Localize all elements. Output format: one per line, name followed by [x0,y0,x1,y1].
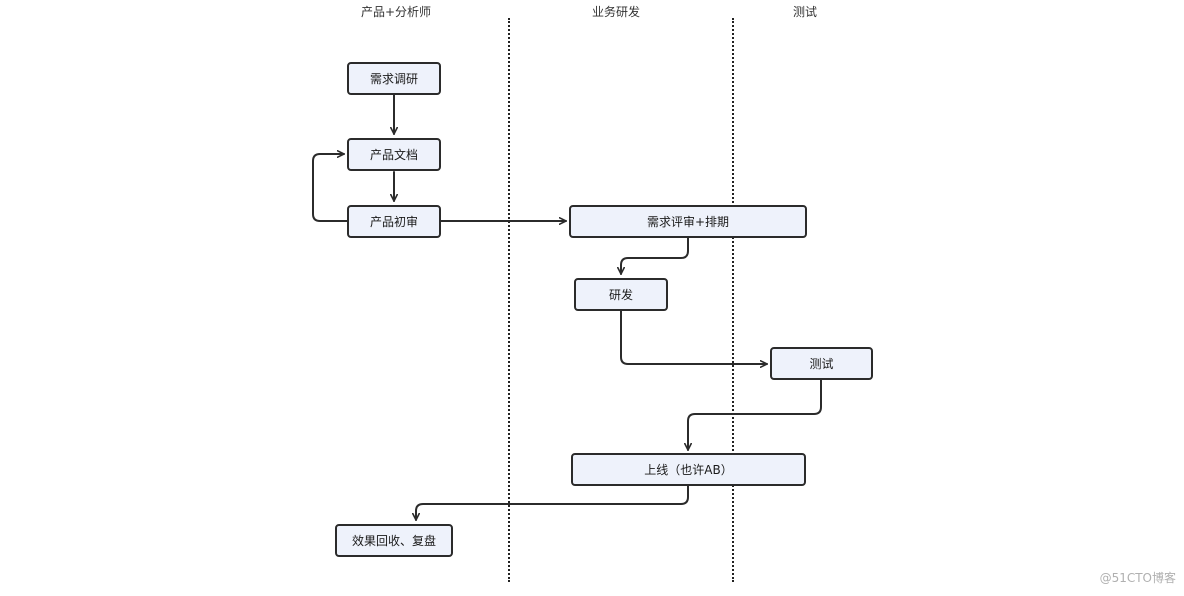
lane-divider-1 [508,18,510,582]
lane-title-product-analyst: 产品+分析师 [360,5,432,19]
node-product-review[interactable]: 产品初审 [347,205,441,238]
node-recap[interactable]: 效果回收、复盘 [335,524,453,557]
watermark: @51CTO博客 [1099,571,1176,585]
edge-launch-to-recap [412,485,689,521]
node-product-doc[interactable]: 产品文档 [347,138,441,171]
node-launch[interactable]: 上线（也许AB） [571,453,806,486]
node-research[interactable]: 需求调研 [347,62,441,95]
edge-test-to-launch [684,379,822,451]
node-review-schedule[interactable]: 需求评审+排期 [569,205,807,238]
node-develop[interactable]: 研发 [574,278,668,311]
lane-title-business-dev: 业务研发 [591,5,641,19]
edge-develop-to-test [620,310,768,368]
edge-review-loop-to-doc [312,150,348,222]
lane-divider-2 [732,18,734,582]
lane-title-testing: 测试 [792,5,818,19]
node-test[interactable]: 测试 [770,347,873,380]
edge-schedule-to-develop [617,237,689,275]
